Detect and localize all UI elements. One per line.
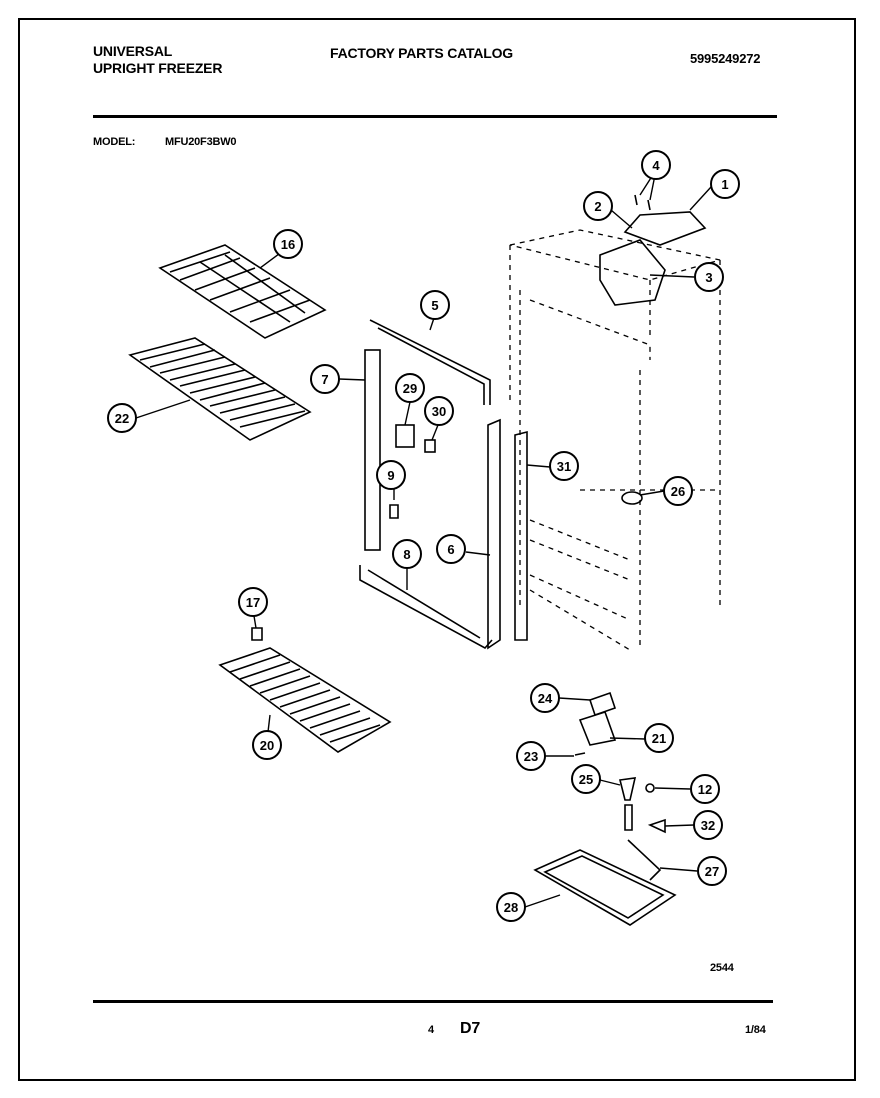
svg-text:7: 7 (321, 372, 328, 387)
page-border (18, 18, 856, 1081)
catalog-number: 5995249272 (690, 51, 761, 66)
cabinet-outline (509, 229, 721, 651)
callout-3: 3 (694, 262, 724, 292)
svg-text:6: 6 (447, 542, 454, 557)
callout-8: 8 (392, 539, 422, 569)
svg-text:17: 17 (246, 595, 260, 610)
callout-7: 7 (310, 364, 340, 394)
callout-29: 29 (395, 373, 425, 403)
svg-text:27: 27 (705, 864, 719, 879)
door-gasket-frame (359, 319, 528, 650)
callout-25: 25 (571, 764, 601, 794)
svg-text:21: 21 (652, 731, 666, 746)
callout-12: 12 (690, 774, 720, 804)
callout-6: 6 (436, 534, 466, 564)
callout-28: 28 (496, 892, 526, 922)
svg-text:26: 26 (671, 484, 685, 499)
callout-16: 16 (273, 229, 303, 259)
panel-16 (158, 244, 327, 339)
callout-31: 31 (549, 451, 579, 481)
callout-17: 17 (238, 587, 268, 617)
svg-text:28: 28 (504, 900, 518, 915)
svg-text:22: 22 (115, 411, 129, 426)
brand-line2: UPRIGHT FREEZER (93, 60, 223, 76)
svg-text:12: 12 (698, 782, 712, 797)
wire-shelf-20 (218, 647, 392, 753)
section-code: D7 (460, 1020, 481, 1037)
callout-20: 20 (252, 730, 282, 760)
svg-text:3: 3 (705, 270, 712, 285)
brand-line1: UNIVERSAL (93, 43, 173, 59)
svg-text:25: 25 (579, 772, 593, 787)
svg-text:2: 2 (594, 199, 601, 214)
model-label: MODEL: (93, 136, 136, 148)
svg-text:9: 9 (387, 468, 394, 483)
svg-text:24: 24 (538, 691, 553, 706)
callout-26: 26 (663, 476, 693, 506)
callout-24: 24 (530, 683, 560, 713)
svg-text:5: 5 (431, 298, 438, 313)
callout-23: 23 (516, 741, 546, 771)
callout-22: 22 (107, 403, 137, 433)
svg-text:16: 16 (281, 237, 295, 252)
catalog-title: FACTORY PARTS CATALOG (330, 45, 513, 61)
callout-9: 9 (376, 460, 406, 490)
svg-text:29: 29 (403, 381, 417, 396)
small-parts (251, 424, 677, 926)
wire-shelf-22 (128, 337, 312, 441)
callout-21: 21 (644, 723, 674, 753)
revision-date: 1/84 (745, 1024, 766, 1036)
callout-30: 30 (424, 396, 454, 426)
callout-27: 27 (697, 856, 727, 886)
model-value: MFU20F3BW0 (165, 136, 237, 148)
svg-text:4: 4 (652, 158, 660, 173)
svg-text:8: 8 (403, 547, 410, 562)
header-rule (93, 115, 777, 118)
callout-5: 5 (420, 290, 450, 320)
page-number: 4 (428, 1024, 434, 1036)
svg-text:32: 32 (701, 818, 715, 833)
callout-1: 1 (710, 169, 740, 199)
svg-text:20: 20 (260, 738, 274, 753)
callout-32: 32 (693, 810, 723, 840)
top-hinge-assembly (599, 194, 707, 306)
svg-text:31: 31 (557, 459, 571, 474)
drawing-number: 2544 (710, 962, 734, 974)
svg-text:23: 23 (524, 749, 538, 764)
callout-2: 2 (583, 191, 613, 221)
svg-text:1: 1 (721, 177, 728, 192)
callout-4: 4 (641, 150, 671, 180)
svg-text:30: 30 (432, 404, 446, 419)
footer-rule (93, 1000, 773, 1003)
